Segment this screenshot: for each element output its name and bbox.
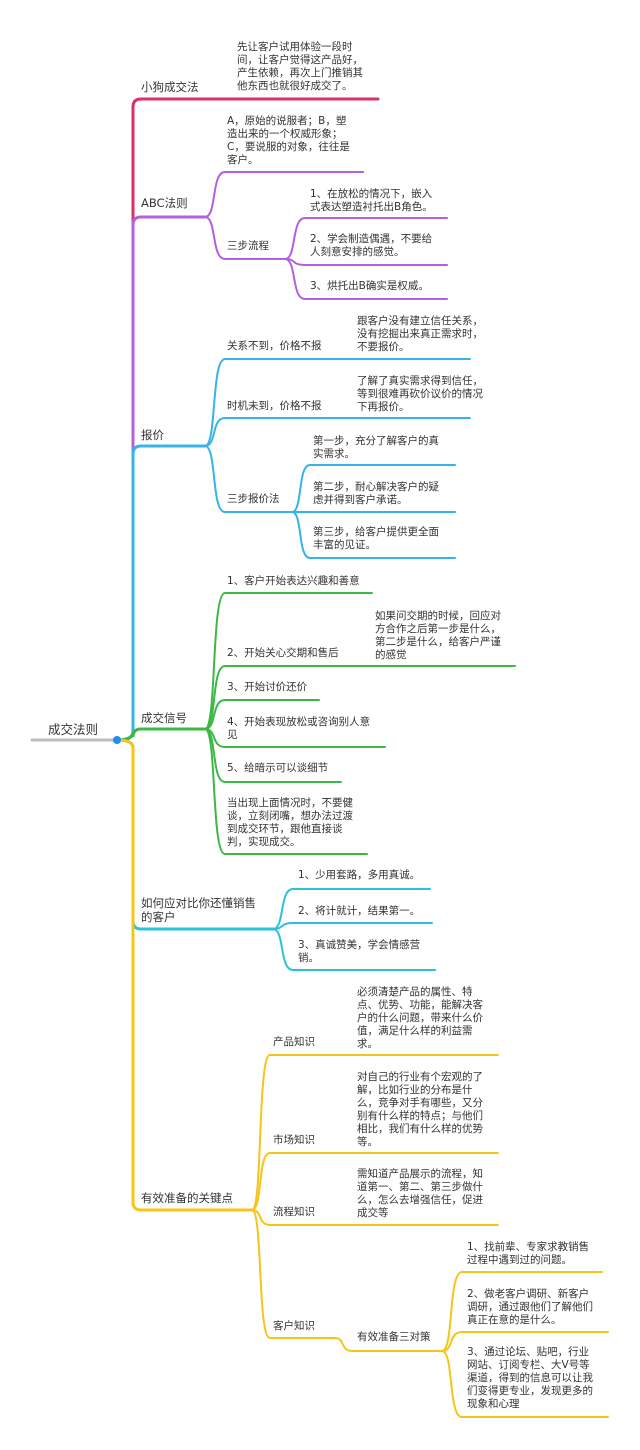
prep-market-text[interactable]: 对自己的行业有个宏观的了 解，比如行业的分布是什 么，竞争对手有哪些，又分 别有… (357, 1071, 483, 1148)
abc-step[interactable]: 2、学会制造偶遇，不要给 人刻意安排的感觉。 (310, 233, 433, 258)
signal-item[interactable]: 2、开始关心交期和售后 (227, 647, 339, 659)
prep-process-text[interactable]: 需知道产品展示的流程，知 道第一、第二、第三步做什 么，怎么去增强信任，促进 成… (357, 1168, 483, 1219)
sub-branch-line (251, 1209, 336, 1339)
abc-step[interactable]: 3、烘托出B确实是权威。 (310, 280, 429, 292)
leaf-line (291, 511, 456, 559)
prep-product-label[interactable]: 产品知识 (273, 1036, 315, 1048)
main-branch-line (115, 738, 254, 1212)
quote-rule2-label[interactable]: 时机未到，价格不报 (227, 400, 322, 412)
sub-branch-line (204, 592, 373, 730)
sub-branch-line (251, 1152, 499, 1211)
leaf-line (284, 258, 448, 266)
quote-step[interactable]: 第三步，给客户提供更全面 丰富的见证。 (313, 526, 439, 551)
branch-quote-label[interactable]: 报价 (141, 428, 164, 442)
main-branch-line (115, 215, 207, 742)
leaf-line (441, 1331, 609, 1352)
abc-step[interactable]: 1、在放松的情况下，嵌入 式表达塑造衬托出B角色。 (310, 188, 433, 213)
main-branch-line (115, 444, 207, 742)
prep-customer-label[interactable]: 客户知识 (273, 1320, 315, 1332)
signal-item[interactable]: 4、开始表现放松或咨询别人意 见 (227, 716, 371, 741)
prep-customer-item[interactable]: 1、找前辈、专家求教销售 过程中遇到过的问题。 (467, 1241, 590, 1266)
abc-definition[interactable]: A，原始的说服者；B，塑 造出来的一个权威形象； C，要说服的对象，往往是 客户… (227, 115, 350, 166)
signal-item[interactable]: 1、客户开始表达兴趣和善意 (227, 575, 360, 587)
quote-step[interactable]: 第一步，充分了解客户的真 实需求。 (313, 435, 439, 460)
sub-branch-line (204, 445, 293, 513)
main-branch-line (115, 727, 207, 742)
sub-branch-line (272, 922, 433, 930)
signal-item[interactable]: 5、给暗示可以谈细节 (227, 762, 329, 774)
root-node[interactable]: 成交法则 (48, 722, 99, 737)
sub-branch-line (204, 358, 471, 447)
quote-rule1-text[interactable]: 跟客户没有建立信任关系， 没有挖掘出来真正需求时， 不要报价。 (357, 315, 483, 353)
sub-branch-line (204, 728, 368, 855)
quote-method-label[interactable]: 三步报价法 (227, 493, 280, 505)
prep-customer-sub-label[interactable]: 有效准备三对策 (357, 1331, 431, 1343)
abc-process-label[interactable]: 三步流程 (227, 240, 269, 252)
sub-branch-line (204, 171, 364, 218)
sub-branch-line (204, 216, 286, 260)
sub-branch-line (204, 417, 471, 447)
expert-item[interactable]: 1、少用套路，多用真诚。 (298, 869, 421, 881)
branch-puppy-label[interactable]: 小狗成交法 (141, 80, 199, 94)
signal-item[interactable]: 3、开始讨价还价 (227, 681, 308, 693)
branch-prep-label[interactable]: 有效准备的关键点 (141, 1191, 233, 1205)
prep-process-label[interactable]: 流程知识 (273, 1206, 315, 1218)
leaf-line (441, 1350, 609, 1418)
quote-rule1-label[interactable]: 关系不到，价格不报 (227, 340, 322, 352)
prep-product-text[interactable]: 必须清楚产品的属性、特 点、优势、功能，能解决客 户的什么问题，带来什么价 值，… (357, 986, 483, 1050)
sub-branch-line (334, 1337, 443, 1352)
leaf-line (284, 258, 448, 300)
prep-customer-item[interactable]: 2、做老客户调研、新客户 调研，通过跟他们了解他们 真正在意的是什么。 (467, 1288, 593, 1326)
branch-expert-label[interactable]: 如何应对比你还懂销售 的客户 (141, 896, 256, 924)
signal-item2-note[interactable]: 如果问交期的时候，回应对 方合作之后第一步是什么， 第二步是什么，给客户严谨 的… (375, 610, 501, 661)
quote-rule2-text[interactable]: 了解了真实需求得到信任， 等到很难再砍价议价的情况 下再报价。 (357, 375, 483, 413)
branch-signals-label[interactable]: 成交信号 (141, 711, 187, 725)
sub-branch-line (204, 699, 320, 730)
sub-branch-line (204, 728, 342, 783)
leaf-line (441, 1271, 603, 1352)
expert-item[interactable]: 3、真诚赞美，学会情感营 销。 (298, 939, 421, 964)
branch-puppy-text[interactable]: 先让客户试用体验一段时 间，让客户觉得这产品好， 产生依赖，再次上门推销其 他东… (237, 41, 363, 92)
branch-abc-label[interactable]: ABC法则 (141, 196, 188, 210)
root-dot[interactable] (113, 736, 121, 744)
sub-branch-line (204, 665, 516, 730)
expert-item[interactable]: 2、将计就计，结果第一。 (298, 905, 421, 917)
sub-branch-line (272, 928, 436, 971)
quote-step[interactable]: 第二步，耐心解决客户的疑 虑并得到客户承诺。 (313, 481, 439, 506)
signal-item[interactable]: 当出现上面情况时，不要健 谈，立刻闭嘴，想办法过渡 到成交环节，跟他直接谈 判，… (227, 797, 353, 848)
leaf-line (291, 464, 456, 513)
prep-customer-item[interactable]: 3、通过论坛、贴吧，行业 网站、订阅专栏、大V号等 渠道，得到的信息可以让我 们… (467, 1346, 593, 1410)
leaf-line (284, 217, 448, 260)
prep-market-label[interactable]: 市场知识 (273, 1134, 315, 1146)
sub-branch-line (272, 888, 431, 930)
sub-branch-line (251, 1209, 499, 1226)
sub-branch-line (251, 1054, 499, 1211)
